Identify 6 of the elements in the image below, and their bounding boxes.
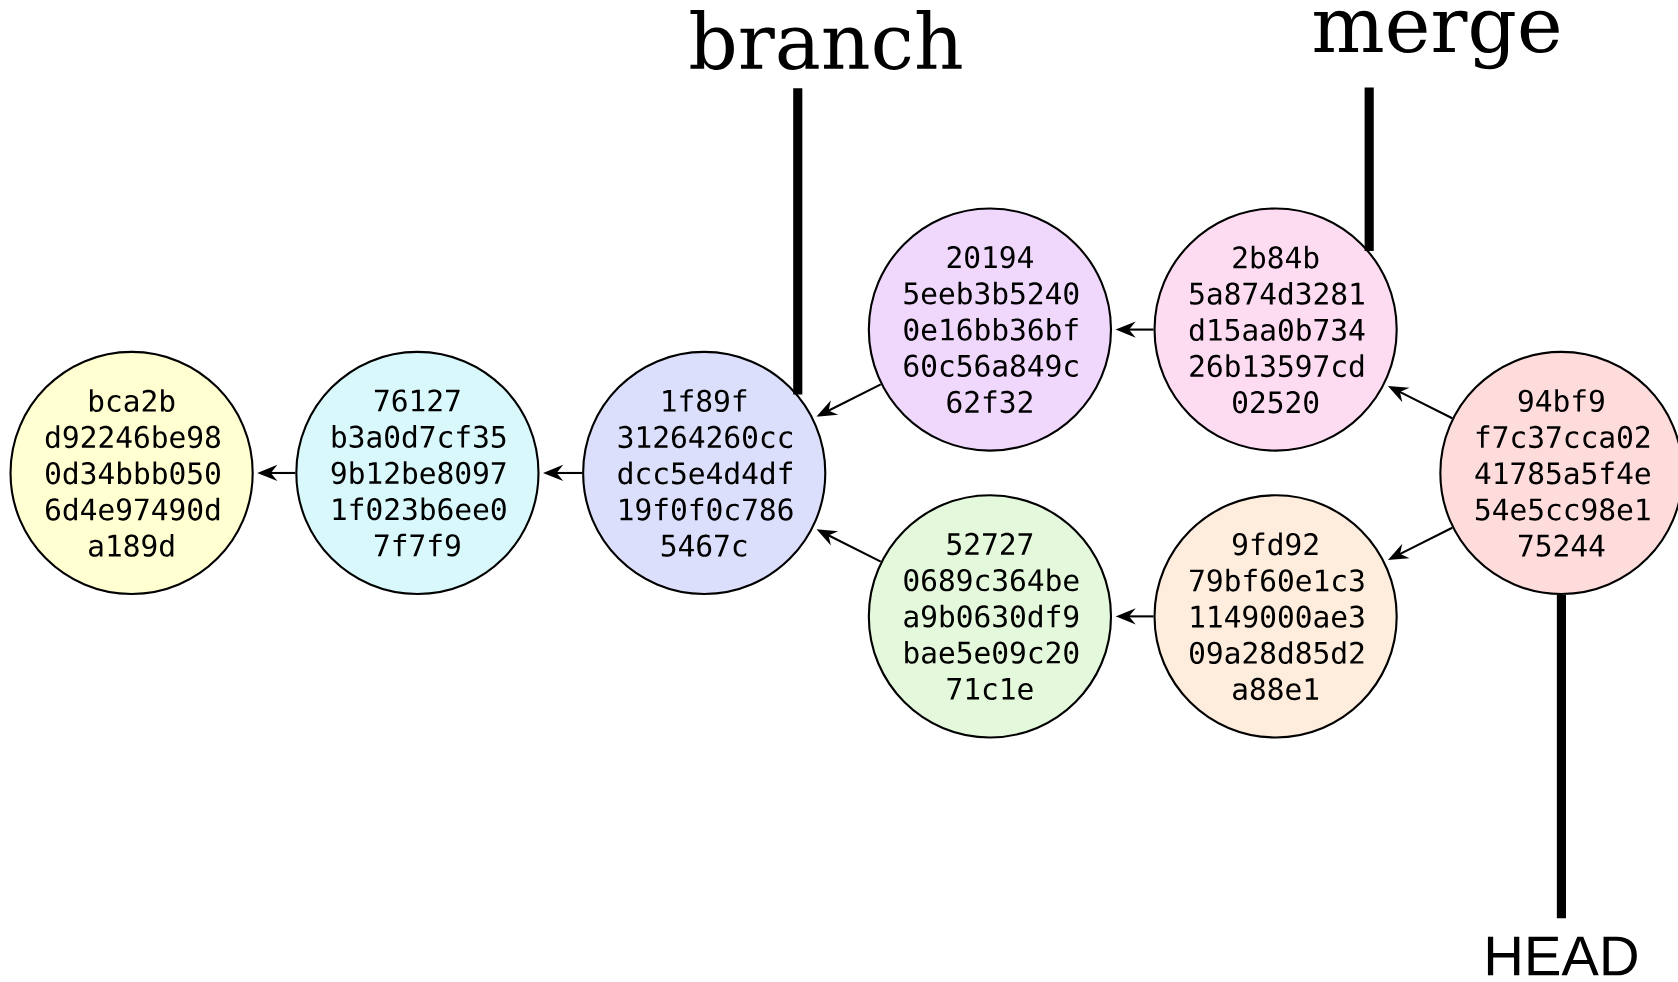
leader-line — [1556, 595, 1566, 919]
pointer-label: merge — [1314, 10, 1559, 70]
leader-line — [1364, 87, 1374, 252]
leader-line — [793, 88, 803, 395]
pointer-label: branch — [690, 10, 962, 70]
pointer-label: HEAD — [1487, 936, 1637, 976]
